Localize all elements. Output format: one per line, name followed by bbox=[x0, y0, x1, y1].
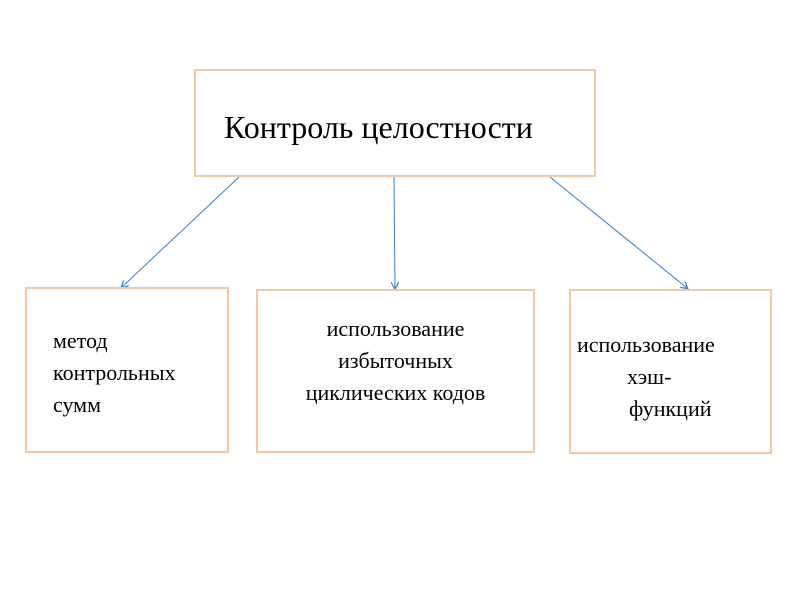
label-line: хэш- bbox=[627, 364, 672, 389]
root-node: Контроль целостности bbox=[194, 69, 596, 177]
child-node-hash-functions: использование хэш- функций bbox=[569, 289, 772, 454]
child-node-label: использование хэш- функций bbox=[577, 329, 715, 425]
label-line: использование bbox=[326, 316, 465, 341]
label-line: использование bbox=[577, 332, 715, 357]
label-line: метод bbox=[53, 328, 108, 353]
child-node-label: метод контрольных сумм bbox=[53, 325, 176, 421]
arrow-to-hash-functions bbox=[549, 176, 687, 288]
label-line: избыточных bbox=[338, 348, 453, 373]
root-node-title: Контроль целостности bbox=[224, 109, 533, 145]
arrow-to-checksum-method bbox=[122, 176, 240, 287]
child-node-label: использование избыточных циклических код… bbox=[258, 313, 533, 409]
label-line: контрольных bbox=[53, 360, 176, 385]
label-line: функций bbox=[629, 396, 712, 421]
arrow-to-cyclic-codes bbox=[394, 176, 395, 288]
child-node-cyclic-codes: использование избыточных циклических код… bbox=[256, 289, 535, 453]
child-node-checksum-method: метод контрольных сумм bbox=[25, 287, 229, 453]
label-line: сумм bbox=[53, 392, 102, 417]
label-line: циклических кодов bbox=[305, 380, 486, 405]
